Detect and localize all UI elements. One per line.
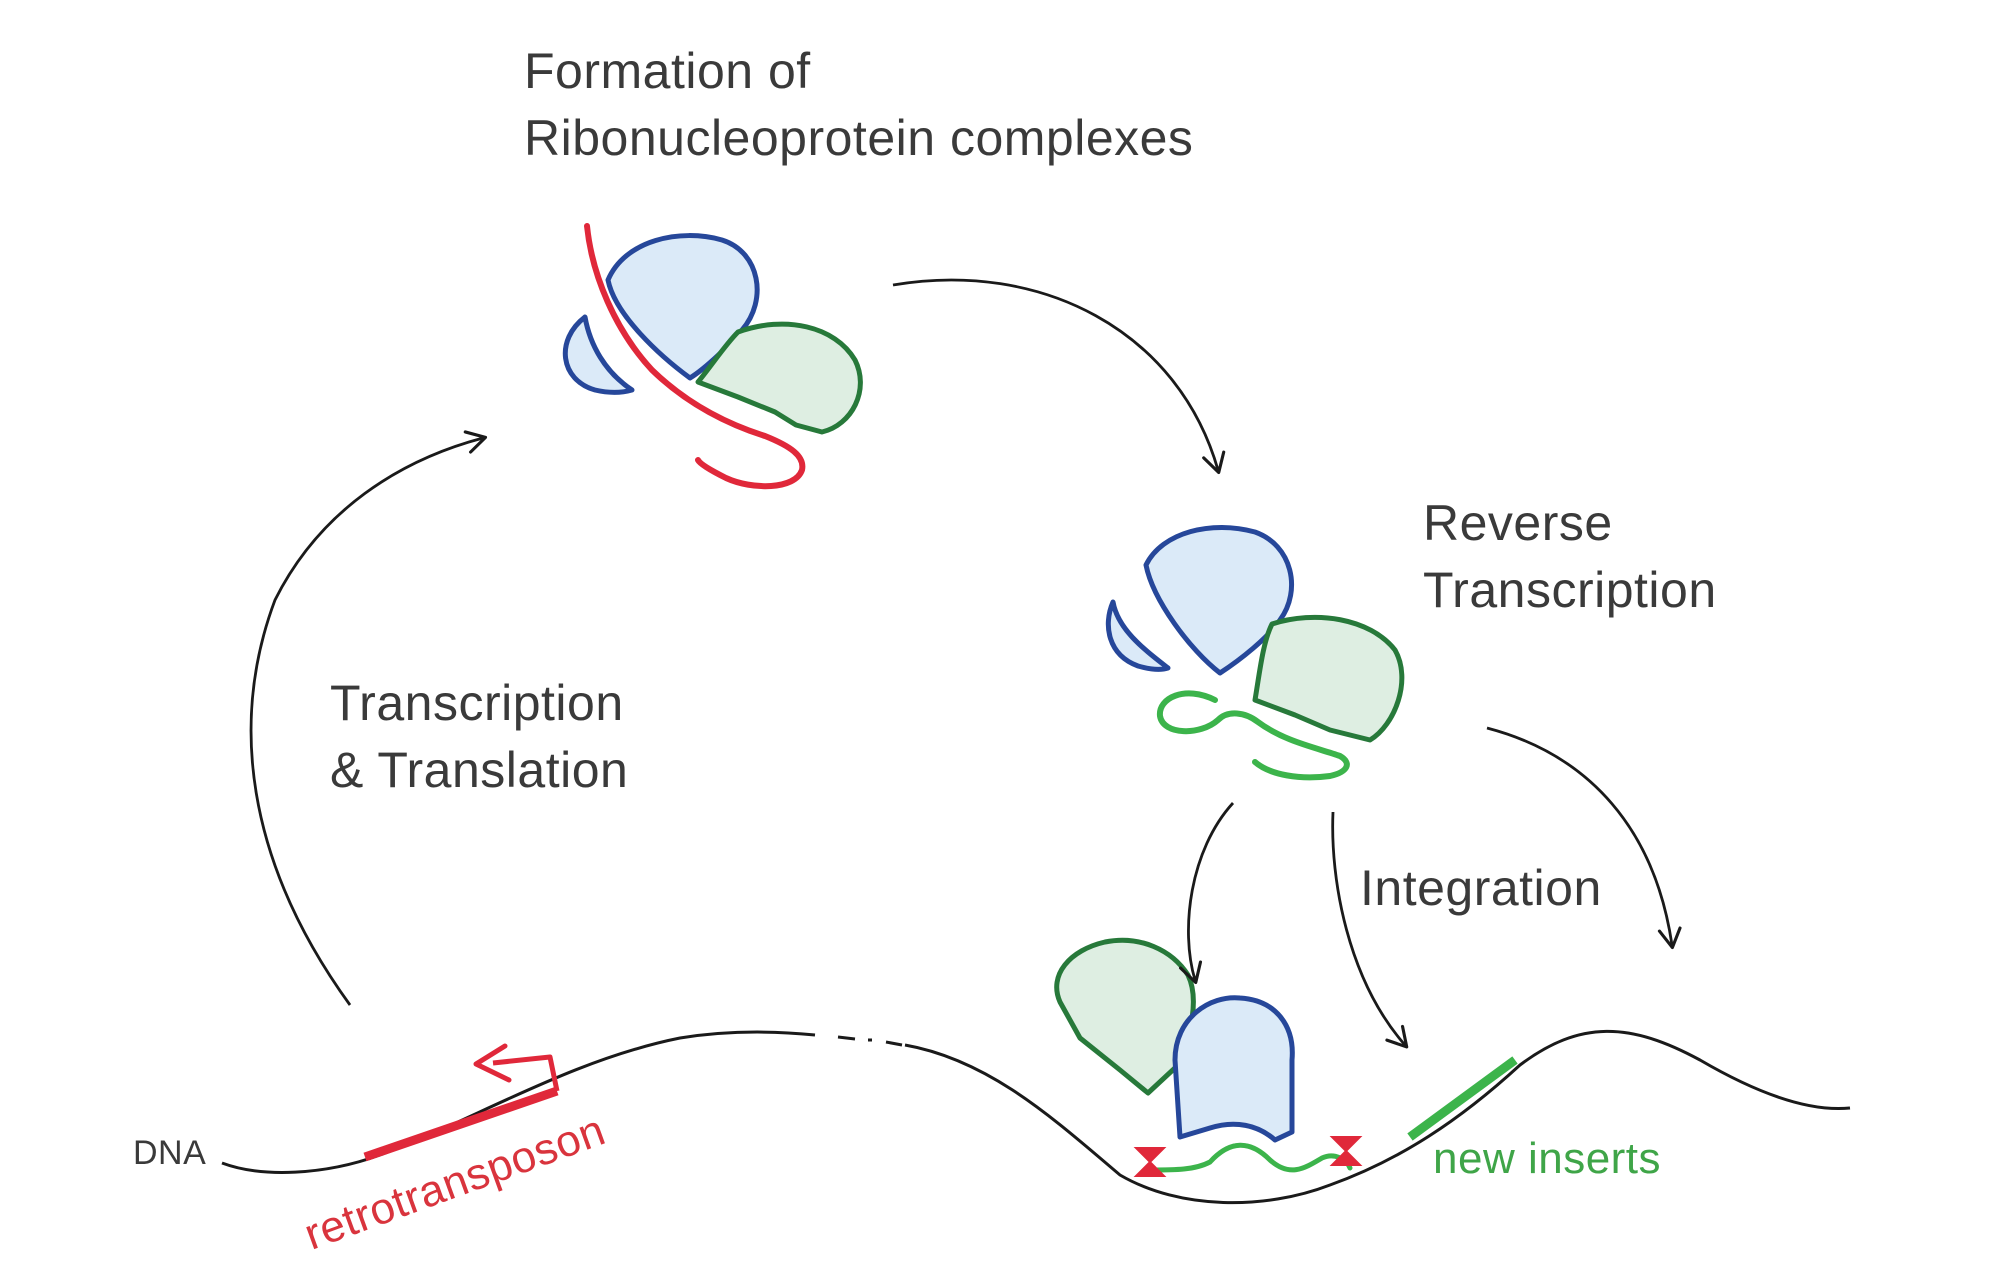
arrow-formation-to-reverse (892, 278, 1226, 475)
arrow-to-integration-complex (1179, 802, 1235, 985)
dna-backbone-gap (837, 1035, 903, 1047)
dna-backbone-left (221, 1030, 816, 1174)
label-new-inserts: new inserts (1433, 1134, 1662, 1183)
protein-green (1054, 937, 1196, 1096)
label-reverse-line2: Transcription (1423, 562, 1717, 618)
retrotransposon-element (363, 1043, 560, 1162)
arrow-to-far-insert (1486, 726, 1682, 950)
cut-site-right (1329, 1136, 1363, 1166)
cdna-strand-green (1156, 690, 1350, 781)
promoter-arrow (492, 1054, 560, 1092)
rnp-complex-formation (562, 223, 863, 490)
protein-large-blue (605, 233, 760, 381)
label-integration: Integration (1360, 855, 1602, 922)
promoter-arrowhead (473, 1043, 512, 1083)
integration-complex (1054, 937, 1363, 1177)
cut-site-left (1133, 1147, 1167, 1177)
label-formation: Formation of Ribonucleoprotein complexes (524, 38, 1193, 172)
pathway-arrows (249, 278, 1682, 1049)
label-dna: DNA (133, 1134, 207, 1172)
protein-green (695, 321, 863, 435)
label-transcription-translation: Transcription & Translation (330, 670, 628, 804)
protein-green (1252, 614, 1405, 743)
protein-small-blue (1105, 599, 1171, 672)
label-formation-line1: Formation of (524, 43, 811, 99)
new-insert-segment (1407, 1056, 1518, 1141)
protein-small-blue (562, 314, 635, 395)
retrotransposon-segment (363, 1086, 559, 1162)
rna-strand-red (584, 223, 806, 490)
dna-strand (221, 1029, 1851, 1205)
dna-backbone-right (904, 1029, 1851, 1205)
label-reverse-transcription: Reverse Transcription (1423, 490, 1717, 624)
rnp-complex-reverse-transcription (1105, 524, 1405, 781)
label-transcription-line2: & Translation (330, 742, 629, 798)
protein-large-blue (1172, 995, 1295, 1143)
label-transcription-line1: Transcription (330, 675, 624, 731)
label-reverse-line1: Reverse (1423, 495, 1613, 551)
cdna-insert-green (1147, 1142, 1353, 1173)
arrow-to-new-insert (1331, 811, 1409, 1049)
arrow-transcription-translation (249, 430, 488, 1006)
label-integration-text: Integration (1360, 860, 1602, 916)
label-formation-line2: Ribonucleoprotein complexes (524, 110, 1194, 166)
